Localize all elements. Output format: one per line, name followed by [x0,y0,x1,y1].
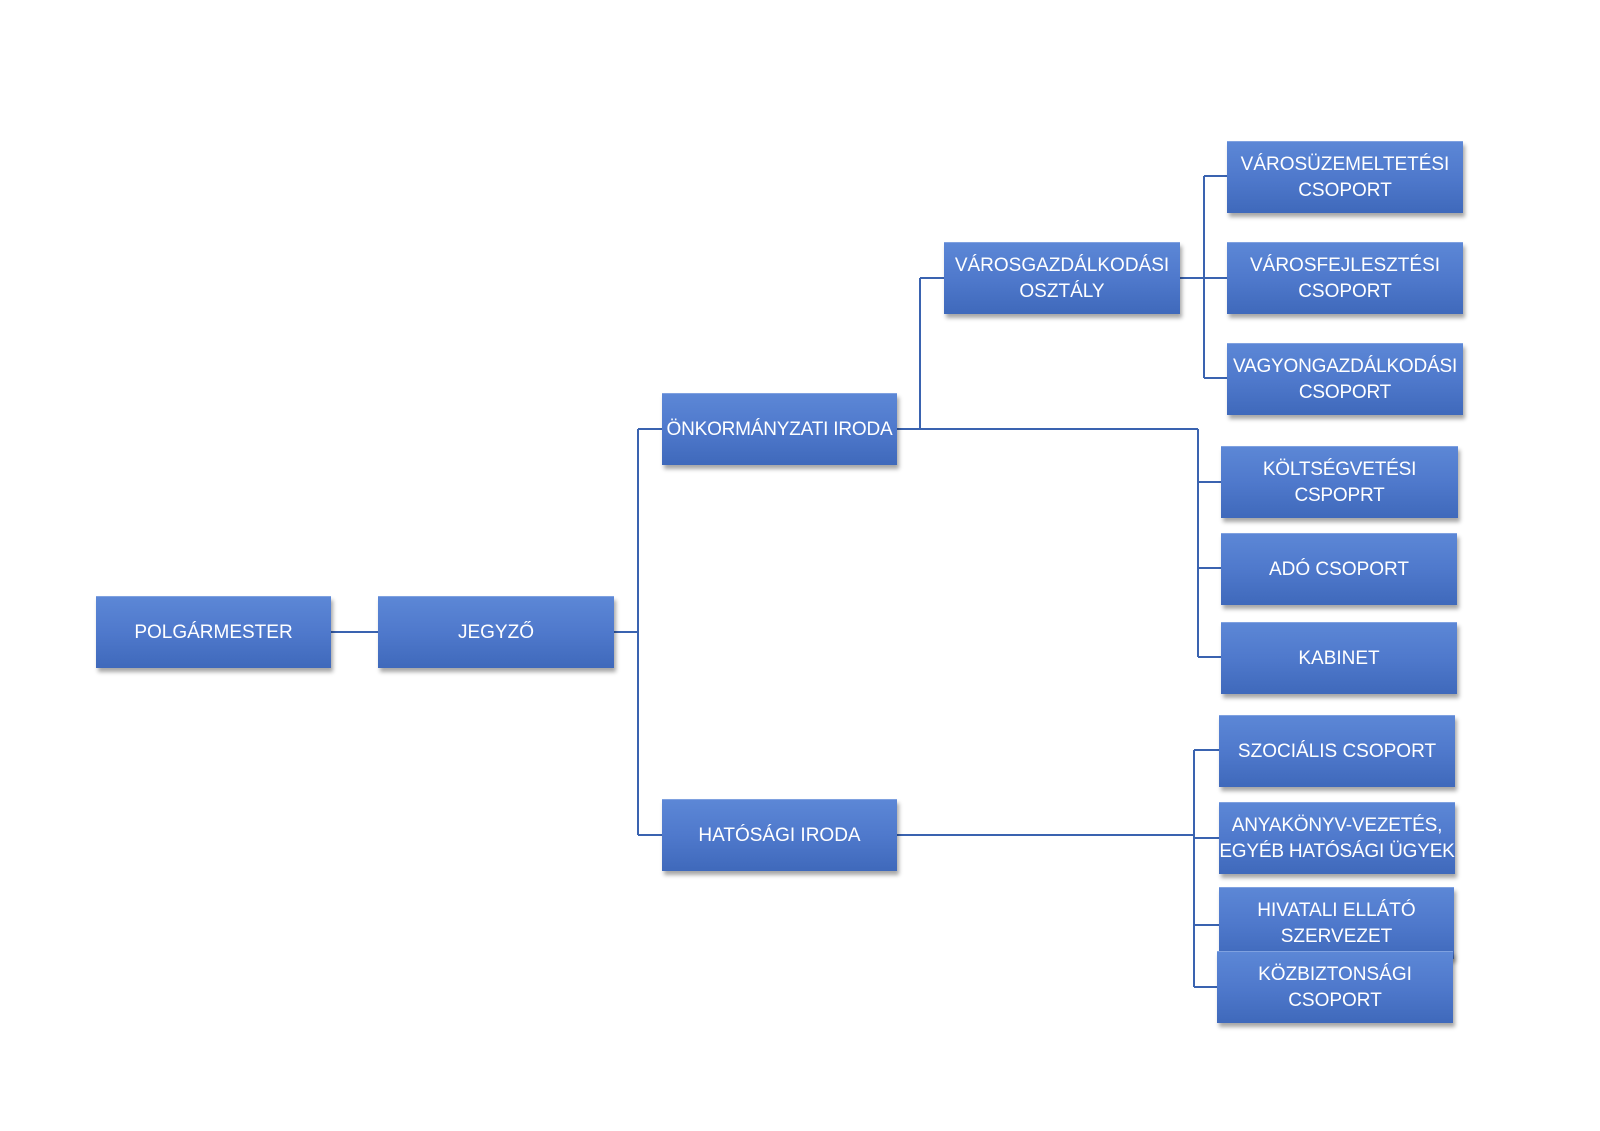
node-kabinet: KABINET [1221,622,1457,694]
node-anyakonyv-vezetes: ANYAKÖNYV-VEZETÉS, EGYÉB HATÓSÁGI ÜGYEK [1219,802,1455,874]
node-vagyongazdalkodasi-csoport: VAGYONGAZDÁLKODÁSI CSOPORT [1227,343,1463,415]
node-hivatali-ellato-szervezet: HIVATALI ELLÁTÓ SZERVEZET [1219,887,1454,959]
node-jegyzo: JEGYZŐ [378,596,614,668]
node-ado-csoport: ADÓ CSOPORT [1221,533,1457,605]
node-varosuzemeltetesi-csoport: VÁROSÜZEMELTETÉSI CSOPORT [1227,141,1463,213]
node-szocialis-csoport: SZOCIÁLIS CSOPORT [1219,715,1455,787]
node-kozbiztonsagi-csoport: KÖZBIZTONSÁGI CSOPORT [1217,951,1453,1023]
node-onkormanyzati-iroda: ÖNKORMÁNYZATI IRODA [662,393,897,465]
node-polgarmester: POLGÁRMESTER [96,596,331,668]
node-koltsegvetesi-csoport: KÖLTSÉGVETÉSI CSPOPRT [1221,446,1458,518]
node-varosfejlesztesi-csoport: VÁROSFEJLESZTÉSI CSOPORT [1227,242,1463,314]
node-varosgazdalkodasi-osztaly: VÁROSGAZDÁLKODÁSI OSZTÁLY [944,242,1180,314]
node-hatosagi-iroda: HATÓSÁGI IRODA [662,799,897,871]
